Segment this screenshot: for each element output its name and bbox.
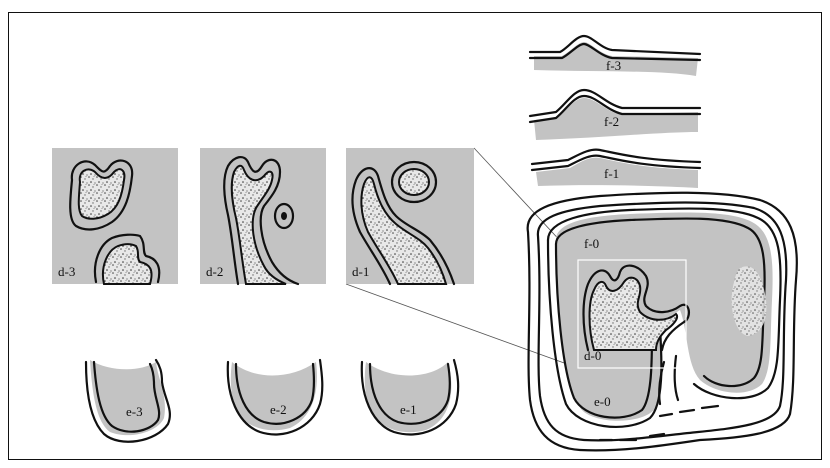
label-f-0: f-0 (584, 236, 599, 251)
label-e-3: e-3 (126, 404, 143, 419)
label-d-0: d-0 (584, 348, 601, 363)
label-e-2: e-2 (270, 402, 287, 417)
panel-f-2: f-2 (530, 90, 700, 140)
panel-f-3: f-3 (530, 36, 700, 76)
panel-e-1: e-1 (362, 360, 458, 434)
panel-f-1: f-1 (532, 150, 700, 188)
label-f-3: f-3 (606, 58, 621, 73)
label-f-2: f-2 (604, 114, 619, 129)
panel-d-2: d-2 (200, 148, 326, 284)
panel-d-1: d-1 (346, 148, 474, 284)
label-e-1: e-1 (400, 402, 417, 417)
main-diagram: f-0 d-0 e-0 (528, 193, 797, 451)
label-e-0: e-0 (594, 394, 611, 409)
label-d-1: d-1 (352, 264, 369, 279)
panel-e-3: e-3 (86, 360, 170, 442)
label-d-2: d-2 (206, 264, 223, 279)
label-f-1: f-1 (604, 166, 619, 181)
label-d-3: d-3 (58, 264, 75, 279)
panel-d-3: d-3 (52, 148, 178, 284)
panel-e-2: e-2 (228, 360, 323, 434)
